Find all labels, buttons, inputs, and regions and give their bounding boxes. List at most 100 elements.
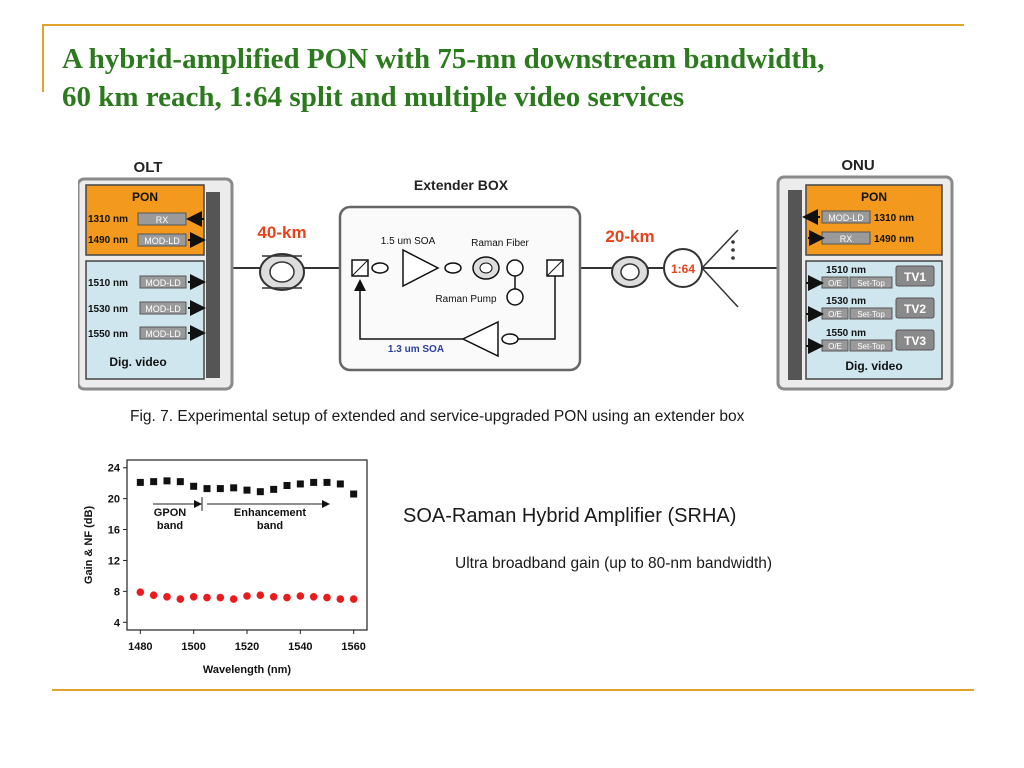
onu-video-row-1-settop: Set-Top [857,279,885,288]
extender-box [338,205,582,372]
splitter-label: 1:64 [671,262,695,276]
nf-point [229,595,238,603]
plot-area [126,459,368,631]
onu-pon-row-1-wavelength: 1310 nm [874,213,914,224]
x-tick-label: 1540 [288,641,312,653]
olt-pon-row-1-wavelength: 1310 nm [88,214,128,225]
nf-point [163,592,171,601]
gain-point [283,482,291,489]
gain-point [296,480,304,488]
gain-point [150,478,158,486]
onu-video-row-2-tv: TV2 [904,302,926,316]
x-tick-label: 1480 [128,641,152,653]
nf-point [269,592,278,601]
onu-label: ONU [841,157,874,174]
olt-video-row-3-wavelength: 1550 nm [88,329,128,340]
olt-pon-row-2-wavelength: 1490 nm [88,235,128,246]
tv1-icon [895,265,935,287]
nf-point [189,592,198,601]
fiber2-label: 20-km [605,227,654,246]
gain-point [136,478,144,486]
olt-rx-label: RX [156,215,169,225]
x-tick-label: 1520 [235,641,259,653]
circulator [506,259,524,277]
onu-video-row-3-oe: O/E [828,342,842,351]
olt-video-row-3-component: MOD-LD [145,329,181,339]
gain-point [230,484,238,492]
x-tick-label: 1500 [181,641,205,653]
onu-video-row-3-settop: Set-Top [857,342,885,351]
y-tick-label: 8 [114,586,120,598]
gain-point [163,477,171,485]
olt-modld-label: MOD-LD [144,236,180,246]
gain-point [323,478,331,486]
y-tick-label: 12 [108,555,120,567]
onu-pon-row-2-component: RX [840,234,853,244]
gain-point [336,480,344,488]
bottom-rule [52,689,974,691]
fiber-spool-2 [611,256,649,288]
isolator-2 [444,262,462,274]
onu-pon-row-1-component: MOD-LD [828,213,864,223]
isolator-3 [501,333,519,345]
figure-caption: Fig. 7. Experimental setup of extended a… [130,408,745,425]
nf-point [136,588,145,596]
pon-setup-diagram: OLT PON 1310 nm RX 1490 nm MOD-LD 1510 n… [78,157,954,391]
onu-video-row-3-tv: TV3 [904,334,926,348]
onu-video-row-3-wavelength: 1550 nm [826,328,866,339]
x-tick-label: 1560 [341,641,365,653]
raman-pump-label: Raman Pump [435,294,497,305]
olt-video-row-1-wavelength: 1510 nm [88,278,128,289]
nf-point [296,592,305,600]
top-rule [42,24,964,26]
y-tick-label: 20 [108,494,120,506]
nf-point [203,593,211,602]
gain-point [310,478,318,486]
olt-pon-label: PON [132,190,158,204]
gain-point [243,486,251,494]
raman-pump-icon [506,288,524,306]
y-tick-label: 24 [108,463,121,475]
gain-point [176,478,184,486]
nf-point [349,595,358,603]
gain-point [190,482,198,490]
fiber1-label: 40-km [257,223,306,242]
gain-point [350,490,358,498]
onu-video-row-2-oe: O/E [828,310,842,319]
y-axis-label: Gain & NF (dB) [83,506,95,585]
onu-pon-label: PON [861,190,887,204]
nf-point [283,593,291,602]
y-tick-label: 4 [114,617,121,629]
x-axis-label: Wavelength (nm) [203,664,292,676]
olt-mux [206,192,220,378]
nf-point [149,591,158,600]
isolator-1 [371,262,389,274]
onu-video-row-2-settop: Set-Top [857,310,885,319]
onu-video-row-1-tv: TV1 [904,270,926,284]
raman-fiber-label: Raman Fiber [471,238,529,249]
y-tick-label: 16 [108,525,120,537]
gain-point [256,488,264,496]
soa2-label: 1.3 um SOA [388,344,444,355]
nf-point [309,592,318,601]
olt-video-row-1-component: MOD-LD [145,278,181,288]
nf-point [216,593,225,602]
nf-point [243,592,251,600]
nf-point [176,595,185,603]
extender-label: Extender BOX [414,177,509,193]
olt-label: OLT [134,159,163,176]
left-rule [42,24,44,92]
onu-mux [788,190,802,380]
soa-1550-triangle [402,248,440,288]
soa1-label: 1.5 um SOA [381,236,436,247]
onu-pon-row-2-wavelength: 1490 nm [874,234,914,245]
tv2-icon [895,297,935,319]
slide-title: A hybrid-amplified PON with 75-mn downst… [62,40,1002,116]
tv3-icon [895,329,935,351]
gain-point [216,485,224,493]
title-line-2: 60 km reach, 1:64 split and multiple vid… [62,81,685,113]
soa-1300-triangle [461,320,499,358]
